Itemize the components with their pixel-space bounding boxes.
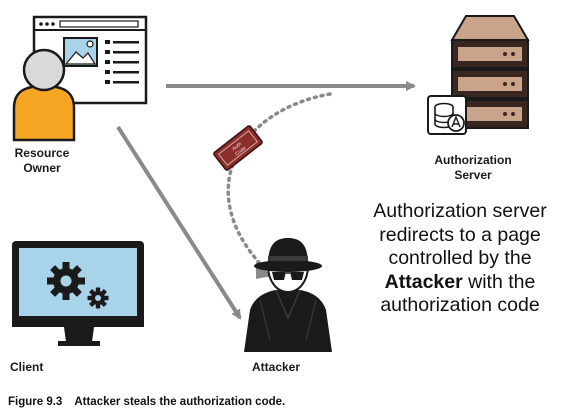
ticket-text-1: Auth (231, 141, 243, 152)
arrow-owner-to-attacker (116, 125, 242, 320)
resource-owner-label: Resource Owner (2, 146, 82, 176)
callout-line-3: controlled by the (388, 247, 532, 269)
callout-line-5: authorization code (380, 294, 540, 316)
authorization-server-label: Authorization Server (418, 153, 528, 183)
person-icon (12, 48, 76, 142)
server-rack-icon (450, 15, 530, 129)
callout-text: Authorization server redirects to a page… (348, 200, 572, 318)
callout-line-4: Attacker with the (348, 271, 572, 295)
ticket-icon: Auth Code (213, 125, 263, 171)
browser-window-icon (32, 15, 148, 105)
resource-owner-label-line2: Owner (23, 161, 61, 175)
figure-caption-text: Attacker steals the authorization code. (74, 396, 286, 408)
authorization-server-label-line1: Authorization (434, 153, 512, 167)
database-lock-icon (427, 95, 467, 135)
attacker-label: Attacker (251, 360, 301, 374)
authorization-server-label-line2: Server (454, 168, 492, 182)
monitor-gears-icon (12, 241, 144, 346)
callout-line-2: redirects to a page (379, 223, 541, 246)
figure-number: Figure 9.3 (8, 396, 63, 408)
callout-line-4-rest: with the (462, 270, 536, 293)
figure-caption: Figure 9.3 Attacker steals the authorizat… (8, 396, 285, 408)
resource-owner-label-line1: Resource (14, 146, 70, 160)
callout-attacker-emphasis: Attacker (384, 270, 463, 293)
client-label: Client (10, 360, 44, 374)
callout-line-1: Authorization server (373, 200, 547, 222)
spy-attacker-icon (244, 238, 332, 352)
